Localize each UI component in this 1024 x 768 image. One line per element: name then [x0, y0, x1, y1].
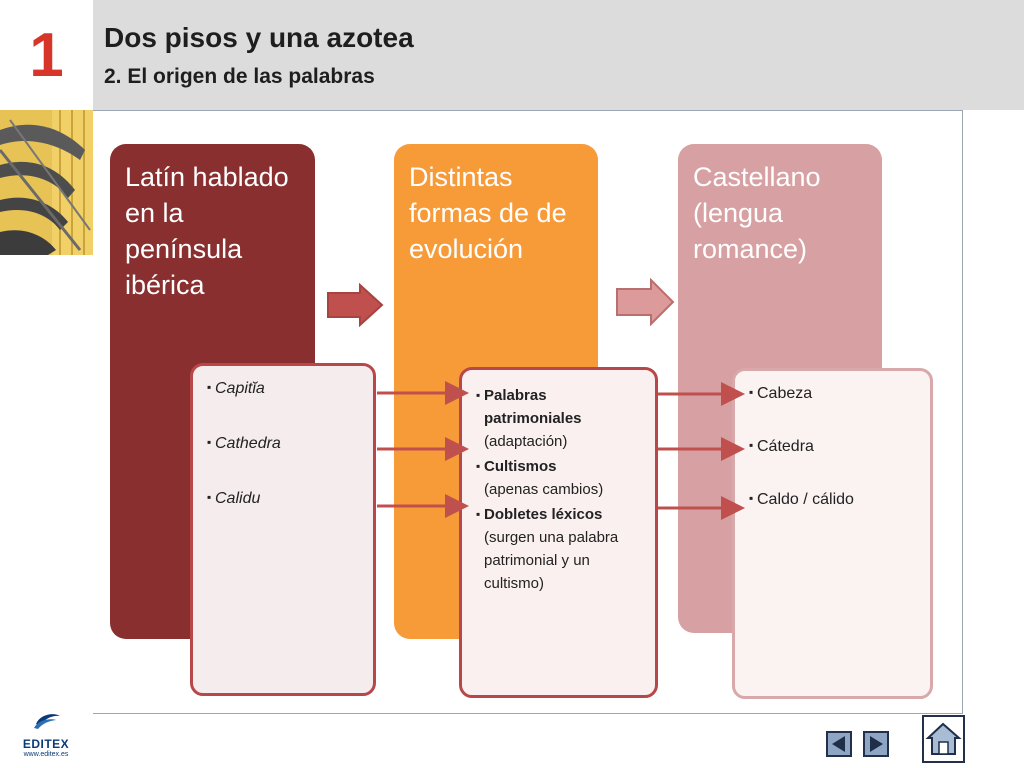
arrow-right-icon	[616, 278, 675, 326]
list-item: Caldo / cálido	[749, 491, 920, 509]
card-evolution-forms: Palabras patrimoniales (adaptación) Cult…	[459, 367, 658, 698]
editex-logo: EDITEX www.editex.es	[16, 710, 76, 758]
logo-name: EDITEX	[22, 737, 70, 751]
chapter-number: 1	[29, 20, 64, 90]
list-item: Palabras patrimoniales (adaptación)	[476, 384, 645, 453]
column-castellano-title: Castellano (lengua romance)	[693, 162, 821, 264]
list-item: Cathedra	[207, 435, 363, 453]
staircase-image	[0, 110, 93, 255]
item-term: Dobletes léxicos	[484, 506, 603, 523]
previous-button[interactable]	[826, 731, 852, 757]
page-title: Dos pisos y una azotea	[104, 22, 414, 53]
item-term: Palabras patrimoniales	[484, 387, 582, 427]
triangle-right-icon	[870, 736, 883, 752]
editex-logo-mark	[34, 714, 60, 729]
column-latin-title: Latín hablado en la península ibérica	[125, 162, 289, 300]
list-item: Dobletes léxicos (surgen una palabra pat…	[476, 503, 645, 595]
arrow-right-icon	[327, 283, 384, 327]
list-item: Cátedra	[749, 438, 920, 456]
next-button[interactable]	[863, 731, 889, 757]
triangle-left-icon	[832, 736, 845, 752]
logo-url: www.editex.es	[23, 751, 69, 758]
header-bar	[93, 0, 1024, 110]
page-subtitle: 2. El origen de las palabras	[104, 65, 375, 88]
list-item: Cabeza	[749, 385, 920, 403]
card-castellano-words: Cabeza Cátedra Caldo / cálido	[732, 368, 933, 699]
house-icon	[925, 722, 962, 755]
home-button[interactable]	[922, 715, 965, 763]
item-description: (surgen una palabra patrimonial y un cul…	[484, 529, 619, 592]
list-item: Cultismos (apenas cambios)	[476, 455, 645, 501]
column-forms-title: Distintas formas de de evolución	[409, 162, 567, 264]
item-description: (adaptación)	[484, 433, 568, 450]
list-item: Capitĭa	[207, 380, 363, 398]
list-item: Calidu	[207, 490, 363, 508]
item-description: (apenas cambios)	[484, 481, 604, 498]
item-term: Cultismos	[484, 458, 557, 475]
card-latin-words: Capitĭa Cathedra Calidu	[190, 363, 376, 696]
